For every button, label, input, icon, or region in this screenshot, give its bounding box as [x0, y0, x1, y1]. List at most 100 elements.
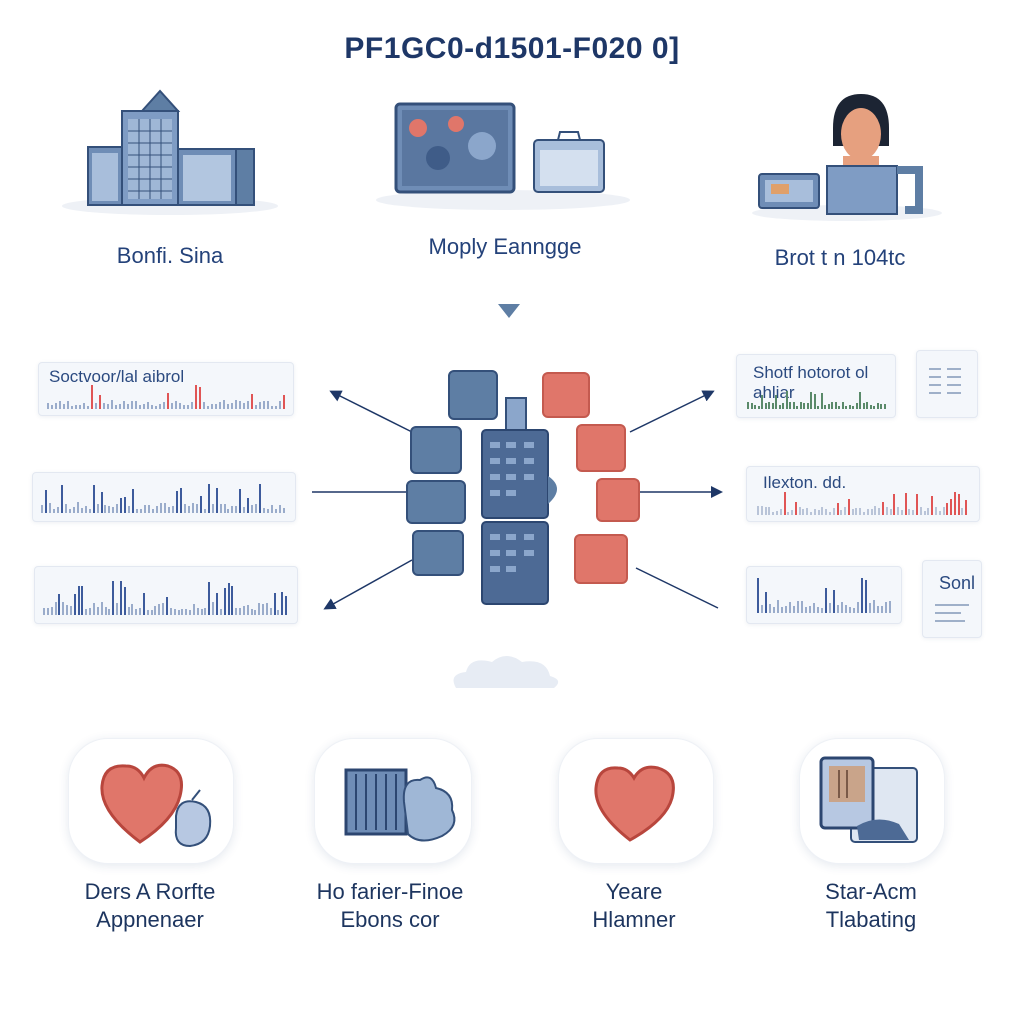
panel-bar — [168, 507, 170, 513]
panel-bar — [112, 507, 114, 513]
panel-bar — [57, 507, 59, 513]
panel-bar — [283, 508, 285, 513]
panel-bar — [943, 507, 945, 515]
panel-bar — [806, 508, 808, 515]
panel-bar — [867, 509, 869, 515]
panel-bar — [119, 404, 121, 409]
panel-bar — [61, 485, 63, 513]
panel-bar — [262, 604, 264, 615]
side-card[interactable]: Sonl — [922, 560, 982, 638]
panel-bar — [881, 606, 883, 613]
panel-bar — [162, 603, 164, 615]
panel-bar — [795, 502, 797, 515]
panel-bar — [220, 504, 222, 513]
panel-bar — [285, 596, 287, 615]
panel-bar — [41, 505, 43, 513]
left-panel-3[interactable] — [34, 566, 298, 624]
hub-box-blue-4[interactable] — [412, 530, 464, 576]
panel-bar — [136, 509, 138, 513]
bottom-node-2-line1: Ho farier-Finoe — [316, 879, 464, 904]
panel-bar — [747, 402, 749, 409]
panel-bar — [155, 406, 157, 409]
panel-bar — [101, 602, 103, 615]
panel-bar — [270, 608, 272, 615]
panel-bar — [101, 492, 103, 513]
hub-box-red-2[interactable] — [576, 424, 626, 472]
panel-bar — [853, 608, 855, 613]
panel-bar — [120, 498, 122, 513]
hub-box-blue-1[interactable] — [448, 370, 498, 420]
top-node-1[interactable]: Bonfi. Sina — [60, 85, 280, 275]
panel-bar — [183, 405, 185, 409]
panel-bar — [70, 606, 72, 615]
panel-bar — [946, 503, 948, 515]
panel-bar — [216, 488, 218, 513]
panel-bar — [803, 403, 805, 409]
panel-bar — [227, 509, 229, 513]
panel-bar — [180, 488, 182, 513]
panel-bar — [239, 608, 241, 615]
panel-bar — [821, 393, 823, 409]
text-lines-icon — [935, 604, 969, 622]
right-panel-1[interactable]: Shotf hotorot ol ahliar — [736, 354, 896, 418]
panel-bar — [212, 504, 214, 513]
left-panel-1-bars — [47, 385, 287, 409]
left-panel-2[interactable] — [32, 472, 296, 522]
central-hub[interactable] — [400, 360, 650, 620]
panel-bar — [859, 508, 861, 515]
panel-bar — [79, 405, 81, 409]
panel-bar — [247, 605, 249, 615]
bottom-node-2[interactable]: Ho farier-Finoe Ebons cor — [270, 738, 510, 938]
right-panel-2[interactable]: Ilexton. dd. — [746, 466, 980, 522]
panel-bar — [841, 602, 843, 613]
top-node-3[interactable]: Brot t n 104tc — [740, 90, 950, 275]
panel-bar — [143, 593, 145, 615]
panel-bar — [807, 403, 809, 409]
panel-bar — [104, 505, 106, 513]
panel-bar — [831, 402, 833, 409]
right-panel-3[interactable] — [746, 566, 902, 624]
panel-bar — [160, 503, 162, 513]
panel-bar — [111, 400, 113, 409]
hub-box-blue-3[interactable] — [406, 480, 466, 524]
panel-bar — [207, 406, 209, 409]
panel-bar — [239, 401, 241, 409]
panel-bar — [93, 603, 95, 615]
bottom-node-4[interactable]: Star-Acm Tlabating — [755, 738, 995, 938]
panel-bar — [81, 586, 83, 615]
panel-bar — [131, 604, 133, 615]
hub-box-red-3[interactable] — [596, 478, 640, 522]
bottom-node-3-line2: Hlamner — [592, 907, 676, 932]
top-node-2[interactable]: Moply Eanngge — [370, 98, 640, 278]
panel-bar — [833, 508, 835, 515]
panel-bar — [882, 502, 884, 515]
panel-bar — [127, 404, 129, 409]
hub-box-blue-2[interactable] — [410, 426, 462, 474]
panel-bar — [123, 401, 125, 409]
panel-bar — [212, 602, 214, 615]
panel-bar — [140, 509, 142, 513]
bottom-node-1[interactable]: Ders A Rorfte Appnenaer — [30, 738, 270, 938]
panel-bar — [810, 512, 812, 515]
panel-bar — [107, 404, 109, 409]
panel-bar — [189, 610, 191, 615]
panel-bar — [103, 403, 105, 409]
right-panel-1-side[interactable] — [916, 350, 978, 418]
hub-box-red-4[interactable] — [574, 534, 628, 584]
monitor-server-icon — [394, 102, 605, 194]
panel-bar — [801, 601, 803, 613]
panel-bar — [151, 610, 153, 615]
panel-bar — [784, 492, 786, 515]
hub-box-red-1[interactable] — [542, 372, 590, 418]
panel-bar — [196, 504, 198, 513]
panel-bar — [175, 401, 177, 409]
panel-bar — [128, 607, 130, 615]
bottom-node-3[interactable]: Yeare Hlamner — [514, 738, 754, 938]
left-panel-1[interactable]: Soctvoor/lal aibrol — [38, 362, 294, 416]
panel-bar — [271, 505, 273, 513]
panel-bar — [912, 510, 914, 515]
panel-bar — [873, 600, 875, 613]
panel-bar — [275, 406, 277, 409]
panel-bar — [235, 400, 237, 409]
panel-bar — [950, 499, 952, 515]
